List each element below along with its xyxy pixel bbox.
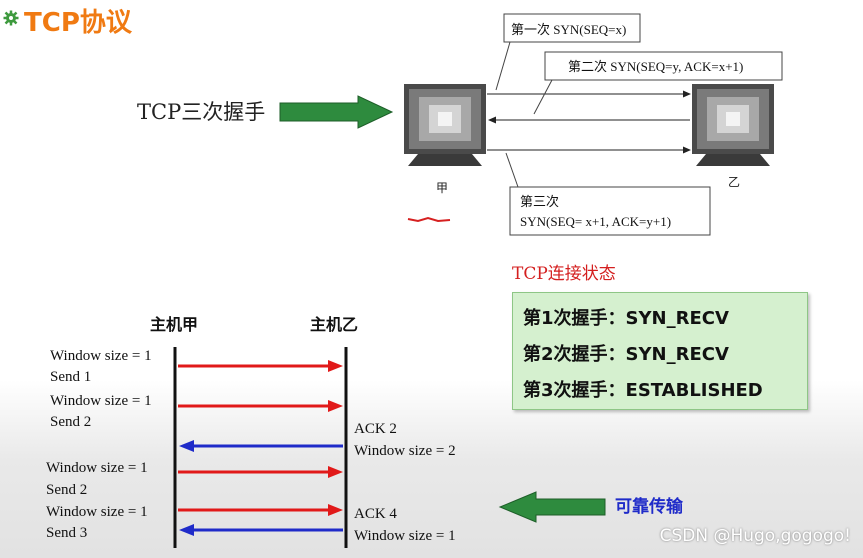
left-label: Window size = 1 [50, 348, 152, 364]
computer-a-icon [404, 84, 486, 166]
host-b-label: 乙 [728, 175, 740, 189]
status-line-2: 第2次握手：SYN_RECV [523, 344, 729, 365]
left-label: Window size = 1 [46, 460, 148, 476]
send-arrow-3 [178, 466, 343, 478]
right-label: ACK 4 [354, 506, 397, 522]
handshake-pointer-arrow [279, 95, 394, 129]
send-arrow-1 [178, 360, 343, 372]
left-label: Window size = 1 [50, 393, 152, 409]
msg2-text: 第二次 SYN(SEQ=y, ACK=x+1) [568, 59, 743, 74]
reliable-pointer-arrow [498, 491, 606, 523]
page-title: TCP协议 [24, 8, 132, 38]
gear-logo-icon [3, 10, 19, 26]
right-label: ACK 2 [354, 421, 397, 437]
left-label: Send 3 [46, 525, 87, 541]
ack-arrow-2 [179, 524, 343, 536]
computer-b-icon [692, 84, 774, 166]
left-label: Send 2 [50, 414, 91, 430]
msg1-text: 第一次 SYN(SEQ=x) [511, 22, 626, 37]
send-arrow-4 [178, 504, 343, 516]
status-line-3: 第3次握手：ESTABLISHED [523, 380, 763, 401]
watermark: CSDN @Hugo,gogogo! [659, 526, 851, 546]
status-box: 第1次握手：SYN_RECV 第2次握手：SYN_RECV 第3次握手：ESTA… [512, 292, 808, 410]
status-line-1: 第1次握手：SYN_RECV [523, 308, 729, 329]
host-b-title: 主机乙 [310, 315, 358, 334]
callout-1 [495, 13, 641, 91]
status-heading: TCP连接状态 [512, 264, 616, 284]
right-label: Window size = 2 [354, 443, 456, 459]
right-label: Window size = 1 [354, 528, 456, 544]
host-a-title: 主机甲 [150, 315, 198, 334]
ack-arrow-1 [179, 440, 343, 452]
red-scribble [407, 216, 451, 223]
send-arrow-2 [178, 400, 343, 412]
reliable-label: 可靠传输 [615, 496, 684, 517]
handshake-label: TCP三次握手 [137, 100, 265, 124]
left-label: Send 1 [50, 369, 91, 385]
left-label: Window size = 1 [46, 504, 148, 520]
left-label: Send 2 [46, 482, 87, 498]
msg3-title: 第三次 [520, 194, 559, 209]
callout-2 [533, 51, 783, 115]
msg3-body: SYN(SEQ= x+1, ACK=y+1) [520, 214, 671, 229]
callout-3 [505, 152, 711, 236]
host-a-label: 甲 [436, 181, 448, 195]
